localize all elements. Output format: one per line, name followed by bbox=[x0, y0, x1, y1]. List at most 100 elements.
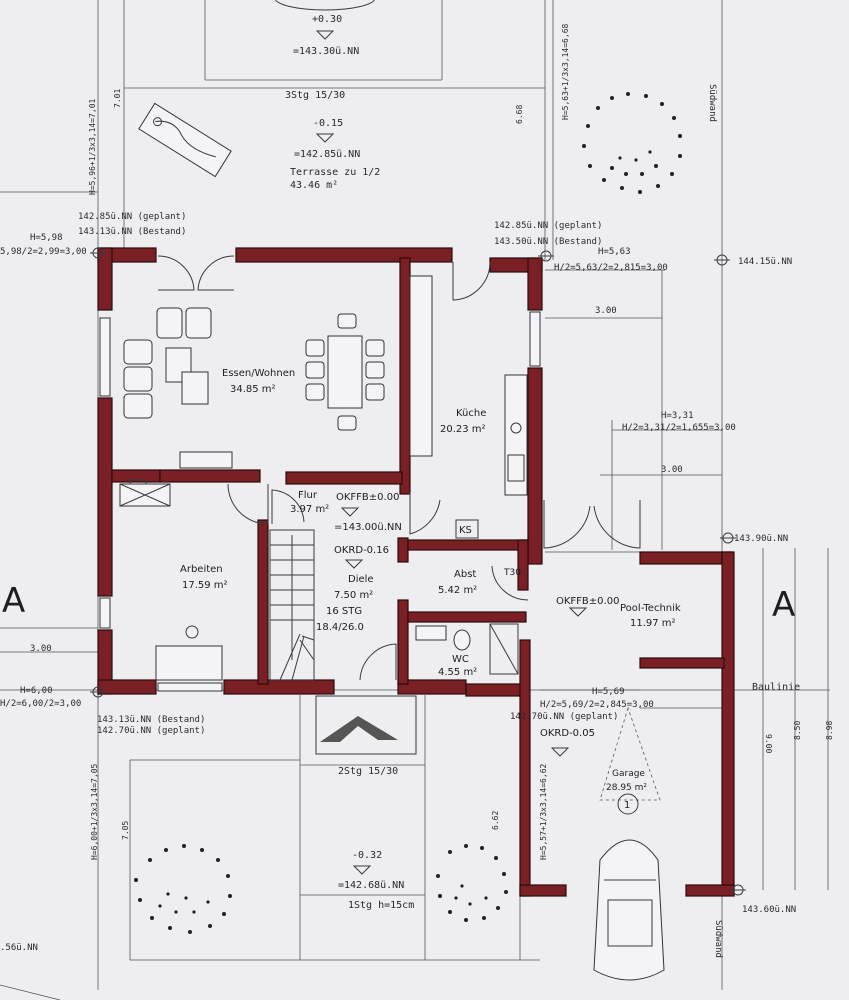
garage-okrd: OKRD-0.05 bbox=[540, 728, 595, 739]
room-abst-name: Abst bbox=[454, 569, 476, 580]
lounger-icon bbox=[138, 102, 232, 178]
height-bottom-right: 143.60ü.NN bbox=[742, 905, 796, 915]
room-diele-area: 7.50 m² bbox=[334, 590, 373, 601]
room-wc-name: WC bbox=[452, 654, 469, 665]
doors bbox=[157, 255, 641, 681]
dim-vert-left-top: H=5,96+1/3x3,14=7,01 bbox=[88, 98, 97, 195]
car-icon bbox=[593, 839, 665, 981]
garage-number-circle bbox=[617, 793, 639, 815]
room-kitchen-area: 20.23 m² bbox=[440, 424, 486, 435]
terrace-area: 43.46 m² bbox=[290, 180, 338, 191]
okffb-level: OKFFB±0.00 bbox=[336, 492, 399, 503]
room-kitchen-name: Küche bbox=[456, 408, 486, 419]
dim-300-left: 3.00 bbox=[30, 644, 52, 654]
ks-label: KS bbox=[459, 525, 472, 536]
height-bottom-far-left: .56ü.NN bbox=[0, 943, 38, 953]
room-abst-area: 5.42 m² bbox=[438, 585, 477, 596]
stair-top: 3Stg 15/30 bbox=[285, 90, 345, 101]
height-right-edge: 144.15ü.NN bbox=[738, 257, 792, 267]
furniture-wc bbox=[415, 623, 519, 675]
furniture-living bbox=[119, 307, 385, 507]
room-diele-name: Diele bbox=[348, 574, 374, 585]
dim-vert-right-bottom: H=5,57+1/3x3,14=6,62 bbox=[539, 763, 548, 860]
bush-icon-bottom-mid bbox=[436, 844, 508, 922]
labels: +0.30 =143.30ü.NN 3Stg 15/30 -0.15 =142.… bbox=[0, 14, 834, 958]
room-garage-name: Garage bbox=[612, 769, 645, 779]
garage-light-cone bbox=[599, 706, 661, 801]
dim-h563-half: H/2=5,63/2=2,815=3,00 bbox=[554, 263, 668, 273]
height-left-existing: 143.13ü.NN (Bestand) bbox=[78, 227, 186, 237]
room-flur-area: 3.97 m² bbox=[290, 504, 329, 515]
terrace-level: -0.15 bbox=[313, 118, 343, 129]
dim-h569: H=5,69 bbox=[592, 687, 625, 697]
height-bottom-left-planned: 142.70ü.NN (geplant) bbox=[97, 726, 205, 736]
suedwand-top: Südwand bbox=[707, 84, 717, 122]
level-top: +0.30 bbox=[312, 14, 342, 25]
room-pool-area: 11.97 m² bbox=[630, 618, 676, 629]
room-wc-area: 4.55 m² bbox=[438, 667, 477, 678]
bottom-level-nn: =142.68ü.NN bbox=[338, 880, 404, 891]
entrance-icon bbox=[315, 695, 417, 755]
dim-898: 8.98 bbox=[825, 721, 834, 740]
height-right-existing: 143.50ü.NN (Bestand) bbox=[494, 237, 602, 247]
ks-box bbox=[455, 519, 479, 539]
room-work-name: Arbeiten bbox=[180, 564, 223, 575]
height-right-planned: 142.85ü.NN (geplant) bbox=[494, 221, 602, 231]
dim-vert-left-bottom: H=6,00+1/3x3,14=7,05 bbox=[90, 763, 99, 860]
section-marker-right: A bbox=[772, 585, 795, 625]
staircase bbox=[269, 529, 315, 681]
stairs-count: 16 STG bbox=[326, 606, 362, 617]
dim-705: 7.05 bbox=[121, 821, 130, 840]
level-top-nn: =143.30ü.NN bbox=[293, 46, 359, 57]
room-living-area: 34.85 m² bbox=[230, 384, 276, 395]
furniture-work bbox=[155, 625, 223, 681]
dim-h331-half: H/2=3,31/2=1,655=3,00 bbox=[622, 423, 736, 433]
dim-h600: H=6,00 bbox=[20, 686, 53, 696]
furniture-kitchen bbox=[409, 275, 528, 496]
dim-h600-half: H/2=6,00/2=3,00 bbox=[0, 699, 81, 709]
bush-icon-bottom-left bbox=[134, 844, 232, 934]
height-garage-corner: 143.90ü.NN bbox=[734, 534, 788, 544]
garage-number: 1 bbox=[624, 800, 630, 811]
crosshair-markers bbox=[90, 247, 746, 896]
dim-h563: H=5,63 bbox=[598, 247, 631, 257]
okrd-diele: OKRD-0.16 bbox=[334, 545, 389, 556]
dim-662: 6.62 bbox=[491, 811, 500, 830]
dim-h331: H=3,31 bbox=[661, 411, 694, 421]
top-circle bbox=[275, 0, 375, 11]
section-marker-left: A bbox=[2, 581, 25, 621]
dim-668: 6.68 bbox=[515, 105, 524, 124]
room-work-area: 17.59 m² bbox=[182, 580, 228, 591]
okffb-level-nn: =143.00ü.NN bbox=[334, 522, 402, 533]
windows bbox=[99, 311, 541, 692]
bush-icon-top-right bbox=[582, 92, 682, 194]
dim-300-a: 3.00 bbox=[595, 306, 617, 316]
room-living-name: Essen/Wohnen bbox=[222, 368, 295, 379]
height-bottom-mid-planned: 142.70ü.NN (geplant) bbox=[510, 712, 618, 722]
dim-h569-half: H/2=5,69/2=2,845=3,00 bbox=[540, 700, 654, 710]
dim-h598-half: 5,98/2=2,99=3,00 bbox=[0, 247, 87, 257]
dim-701: 7.01 bbox=[113, 89, 122, 108]
room-pool-name: Pool-Technik bbox=[620, 603, 681, 614]
dim-900: 9.00 bbox=[764, 734, 773, 753]
dim-300-b: 3.00 bbox=[661, 465, 683, 475]
baulinie: Baulinie bbox=[752, 682, 800, 693]
pool-okffb: OKFFB±0.00 bbox=[556, 596, 619, 607]
room-flur-name: Flur bbox=[298, 490, 318, 501]
dim-h598: H=5,98 bbox=[30, 233, 63, 243]
stair-bottom: 2Stg 15/30 bbox=[338, 766, 398, 777]
room-garage-area: 28.95 m² bbox=[606, 783, 647, 793]
suedwand-bottom: Südwand bbox=[713, 920, 723, 958]
dim-850: 8.50 bbox=[793, 721, 802, 740]
terrace-label: Terrasse zu 1/2 bbox=[290, 167, 380, 178]
bottom-level: -0.32 bbox=[352, 850, 382, 861]
door-t30: T30 bbox=[503, 568, 521, 578]
dim-vert-right-top: H=5,63+1/3x3,14=6,68 bbox=[561, 23, 570, 120]
level-markers bbox=[100, 30, 588, 875]
height-left-planned: 142.85ü.NN (geplant) bbox=[78, 212, 186, 222]
terrace-level-nn: =142.85ü.NN bbox=[294, 149, 360, 160]
stairs-ratio: 18.4/26.0 bbox=[316, 622, 364, 633]
bottom-stair-height: 1Stg h=15cm bbox=[348, 900, 414, 911]
height-bottom-left-existing: 143.13ü.NN (Bestand) bbox=[97, 715, 205, 725]
